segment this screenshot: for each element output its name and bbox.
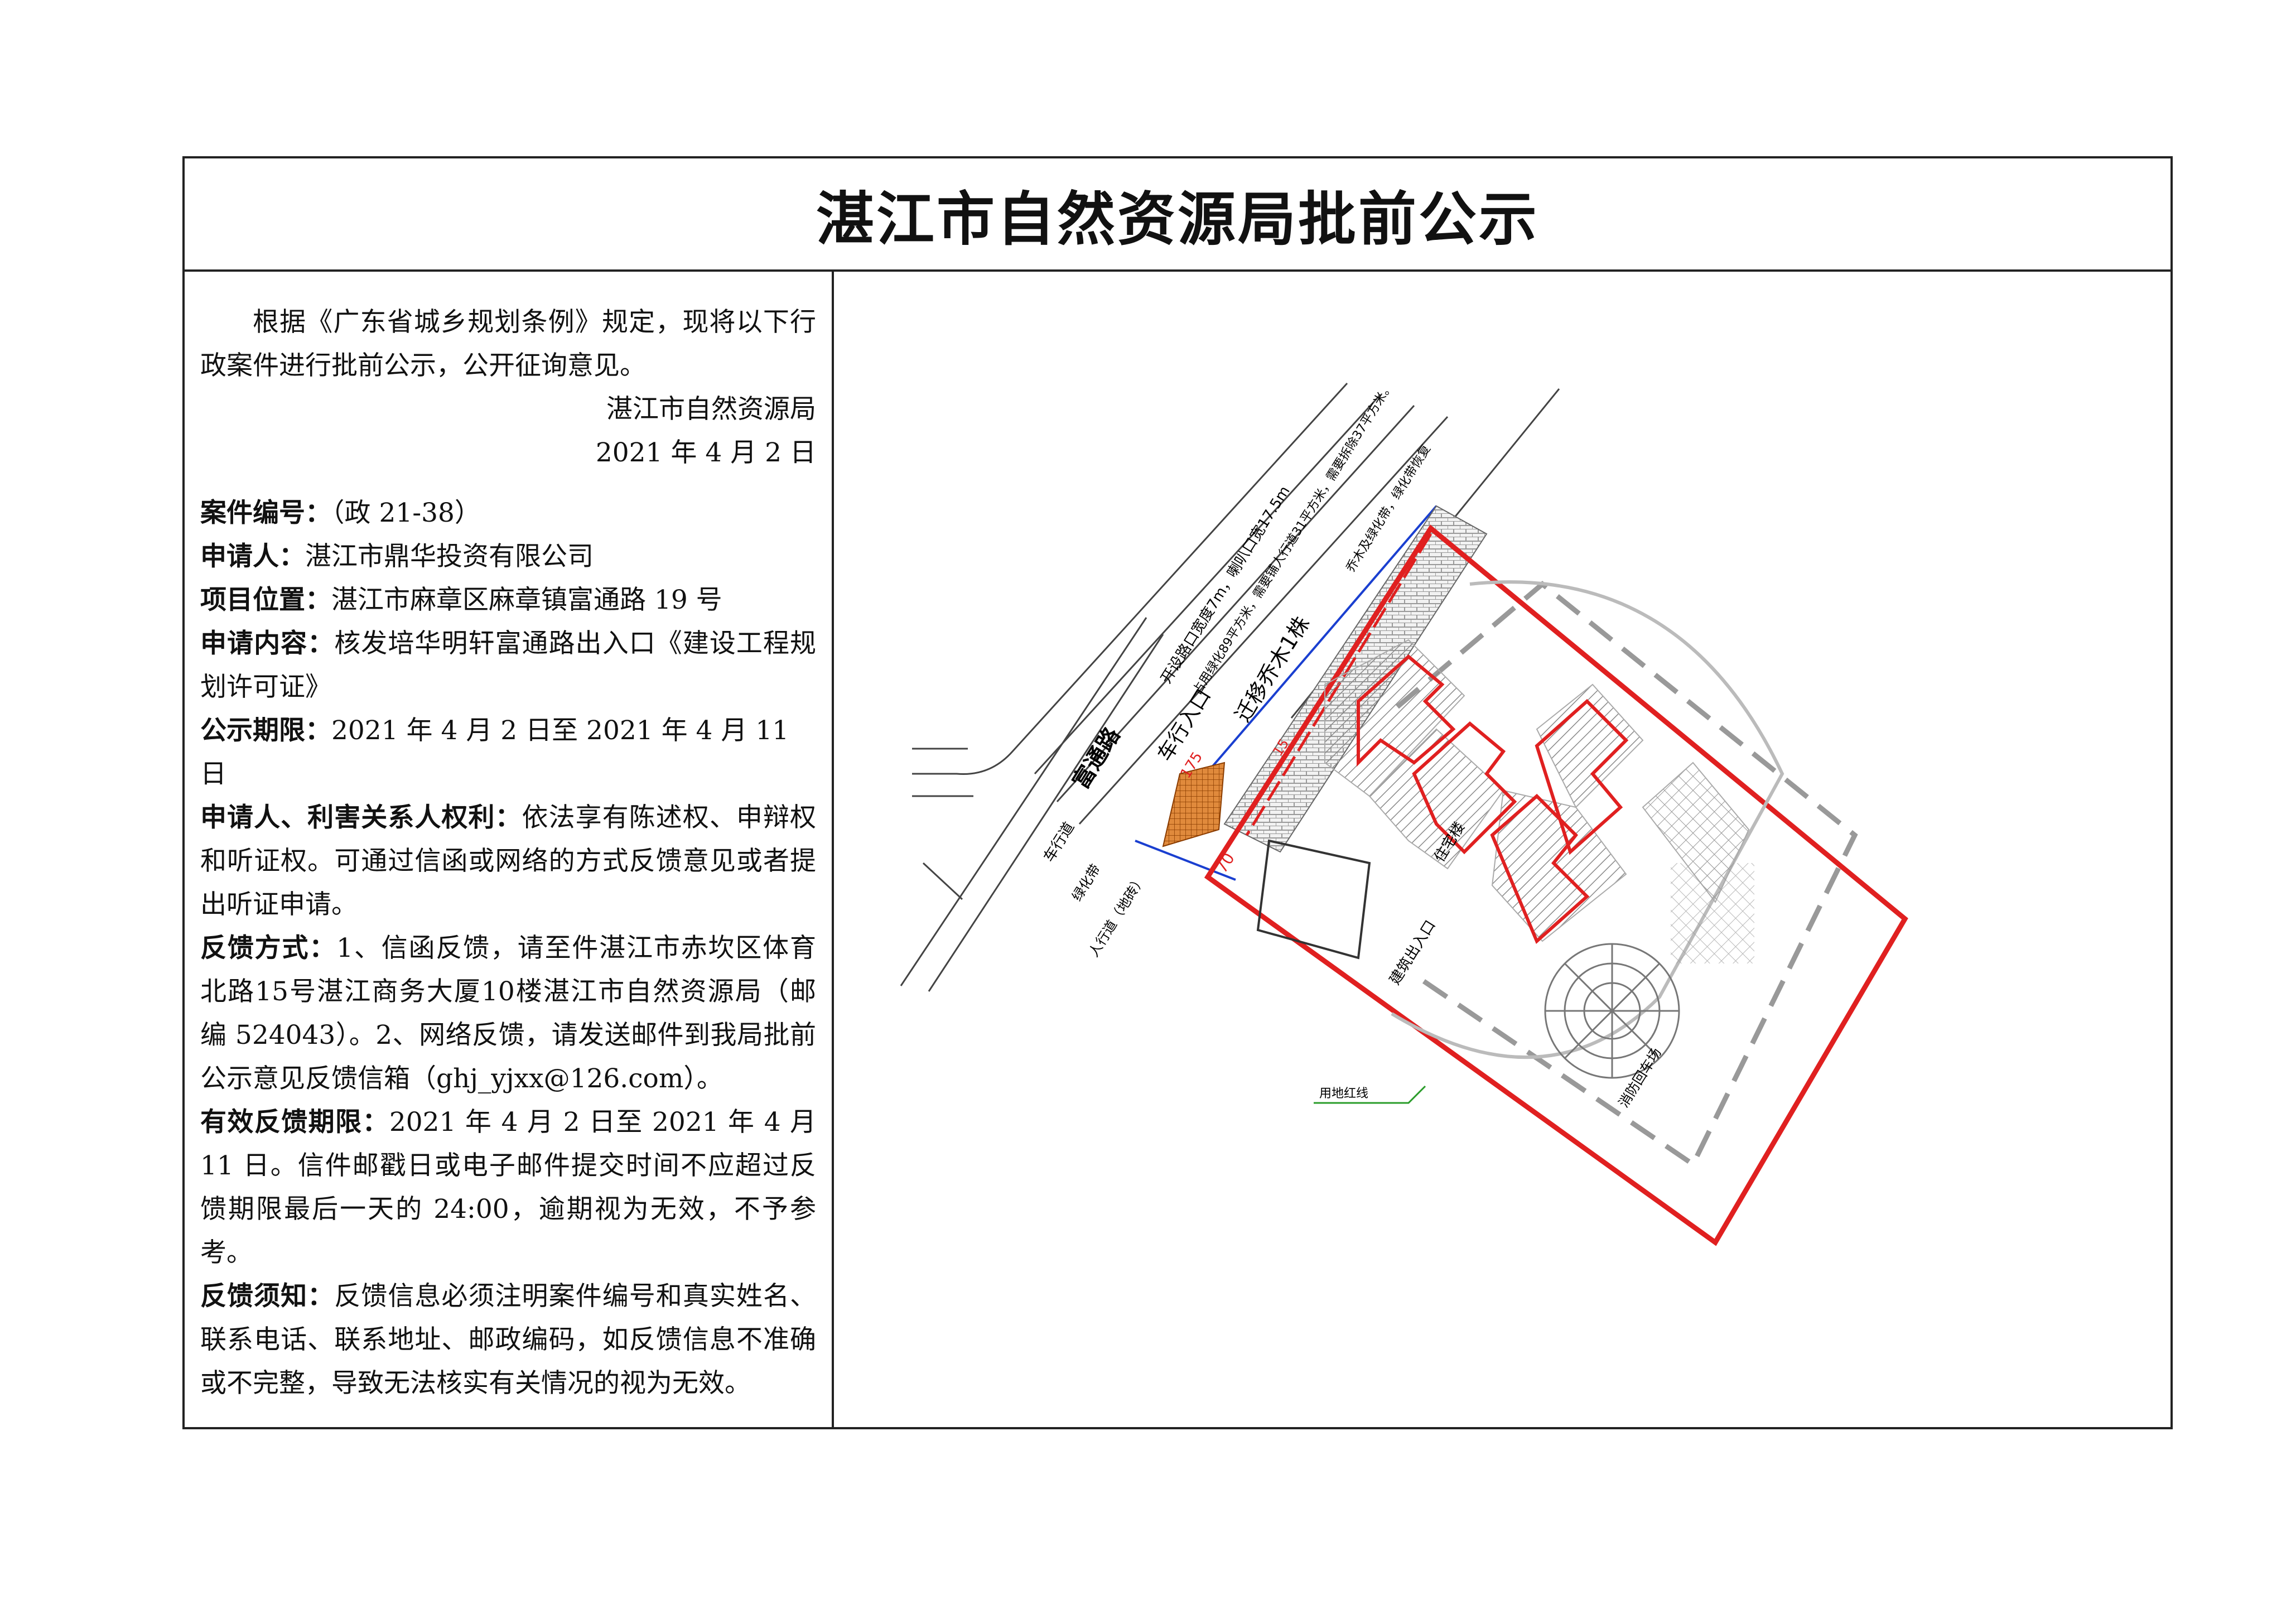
greenbelt-label: 绿化带 xyxy=(1069,861,1103,904)
case-no-label: 案件编号： xyxy=(200,498,331,528)
rights-value: 依法享有陈述权、申辩权和听证权。可通过信函或网络的方式反馈意见或者提出听证申请。 xyxy=(200,802,817,920)
content-value: 核发培华明轩富通路出入口《建设工程规划许可证》 xyxy=(200,628,817,702)
red-line-leader xyxy=(1314,1085,1426,1104)
lane-label: 车行道 xyxy=(1040,820,1078,865)
fire-square-hatch xyxy=(1671,863,1754,963)
sidewalk-blue-line-2 xyxy=(1135,840,1236,881)
entrance-label: 车行入口 xyxy=(1154,685,1215,765)
notice-text-cell: 根据《广东省城乡规划条例》规定，现将以下行政案件进行批前公示，公开征询意见。 湛… xyxy=(185,272,834,1429)
issuer: 湛江市自然资源局 xyxy=(606,394,816,425)
notice-label: 反馈须知： xyxy=(200,1281,335,1312)
case-no-value: （政 21-38） xyxy=(331,498,481,528)
method-value: 1、信函反馈，请至件湛江市赤坎区体育北路15号湛江商务大厦10楼湛江市自然资源局… xyxy=(200,933,817,1094)
deadline-row: 有效反馈期限：2021 年 4 月 2 日至 2021 年 4 月 11 日。信… xyxy=(200,1101,816,1275)
entrance-paving xyxy=(1162,762,1226,847)
location-row: 项目位置：湛江市麻章区麻章镇富通路 19 号 xyxy=(200,579,816,622)
title-row: 湛江市自然资源局批前公示 xyxy=(185,158,2170,272)
applicant-row: 申请人：湛江市鼎华投资有限公司 xyxy=(200,535,816,579)
road-lines xyxy=(900,382,1560,992)
rights-label: 申请人、利害关系人权利： xyxy=(200,802,522,833)
method-row: 反馈方式：1、信函反馈，请至件湛江市赤坎区体育北路15号湛江商务大厦10楼湛江市… xyxy=(200,927,816,1101)
applicant-value: 湛江市鼎华投资有限公司 xyxy=(305,541,594,572)
period-label: 公示期限： xyxy=(200,715,331,746)
location-label: 项目位置： xyxy=(200,585,331,615)
page-title: 湛江市自然资源局批前公示 xyxy=(816,185,1539,253)
applicant-label: 申请人： xyxy=(200,541,305,572)
entrance-lane-box xyxy=(1256,839,1371,960)
site-red-line xyxy=(1204,524,1908,1246)
content-label: 申请内容： xyxy=(200,628,335,659)
intro-text: 根据《广东省城乡规划条例》规定，现将以下行政案件进行批前公示，公开征询意见。 xyxy=(200,307,816,381)
case-no-row: 案件编号：（政 21-38） xyxy=(200,491,816,535)
issue-date: 2021 年 4 月 2 日 xyxy=(595,437,816,468)
residential-buildings xyxy=(1324,639,1750,942)
notice-frame: 湛江市自然资源局批前公示 根据《广东省城乡规划条例》规定，现将以下行政案件进行批… xyxy=(182,156,2173,1429)
period-value: 2021 年 4 月 2 日至 2021 年 4 月 11 日 xyxy=(200,715,789,789)
notice-value: 反馈信息必须注明案件编号和真实姓名、联系电话、联系地址、邮政编码，如反馈信息不准… xyxy=(200,1281,817,1399)
site-plan-cell: 富通路 车行入口 车行道 绿化带 人行道（地砖） 迁移乔木1株 开设路口宽度7m… xyxy=(834,272,2173,1429)
sidewalk-label: 人行道（地砖） xyxy=(1086,872,1149,960)
red-line-label: 用地红线 xyxy=(1319,1087,1368,1101)
building-exit-label: 建筑出入口 xyxy=(1386,918,1439,988)
setback-dashed-line xyxy=(1396,581,1858,1168)
rights-row: 申请人、利害关系人权利：依法享有陈述权、申辩权和听证权。可通过信函或网络的方式反… xyxy=(200,796,816,927)
deadline-value: 2021 年 4 月 2 日至 2021 年 4 月 11 日。信件邮戳日或电子… xyxy=(200,1107,817,1268)
deadline-label: 有效反馈期限： xyxy=(200,1107,389,1138)
fire-turning-circle xyxy=(1544,943,1680,1079)
site-plan-map: 富通路 车行入口 车行道 绿化带 人行道（地砖） 迁移乔木1株 开设路口宽度7m… xyxy=(900,380,1908,1246)
building-outlines xyxy=(1357,654,1629,944)
fire-lane xyxy=(1391,580,1784,1059)
content-row: 申请内容：核发培华明轩富通路出入口《建设工程规划许可证》 xyxy=(200,622,816,709)
method-label: 反馈方式： xyxy=(200,933,337,963)
location-value: 湛江市麻章区麻章镇富通路 19 号 xyxy=(331,585,722,615)
period-row: 公示期限：2021 年 4 月 2 日至 2021 年 4 月 11 日 xyxy=(200,709,816,796)
notice-row: 反馈须知：反馈信息必须注明案件编号和真实姓名、联系电话、联系地址、邮政编码，如反… xyxy=(200,1275,816,1405)
